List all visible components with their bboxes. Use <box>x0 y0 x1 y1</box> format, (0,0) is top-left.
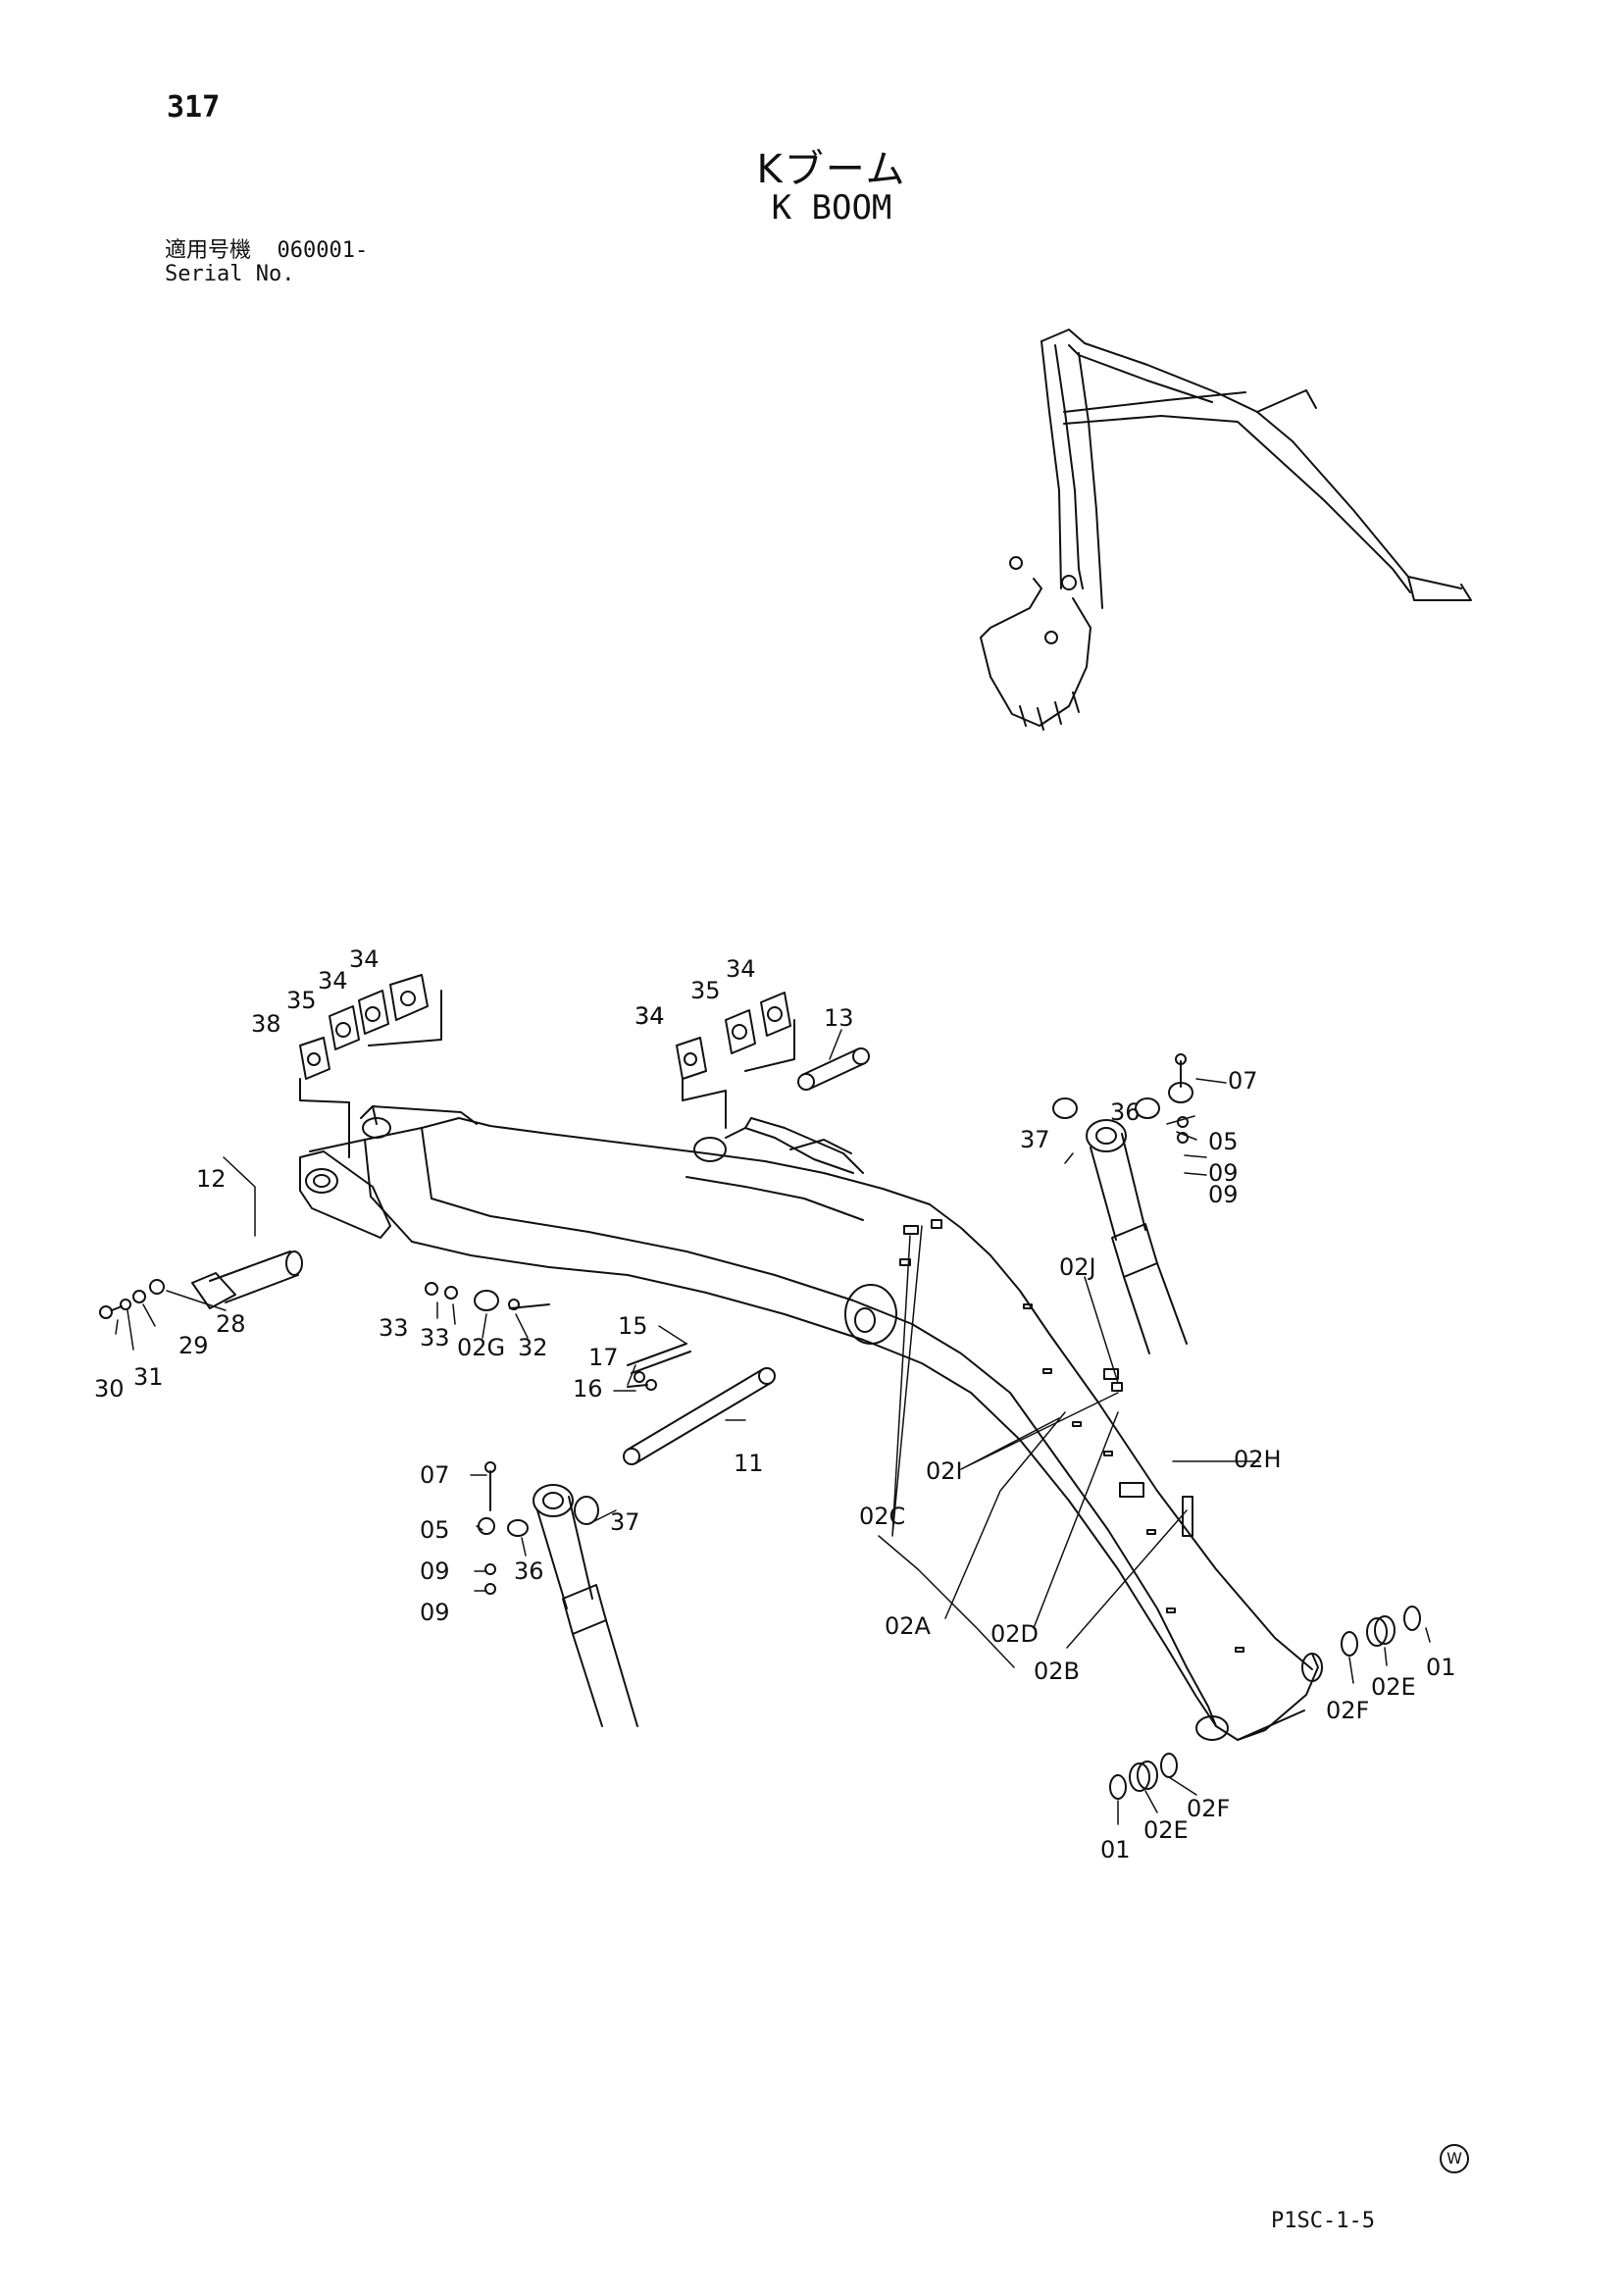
leader-lines <box>115 1029 1431 1825</box>
callout-label: 02J <box>1059 1253 1096 1281</box>
serial-row-ja: 適用号機 060001- <box>165 239 368 263</box>
callout-label: 34 <box>726 955 756 983</box>
bushings-nose <box>1109 1606 1421 1800</box>
callout-label: 09 <box>420 1599 450 1626</box>
callout-label: 01 <box>1426 1654 1456 1681</box>
watermark-logo: W <box>1440 2144 1469 2173</box>
callout-label: 33 <box>379 1314 409 1342</box>
machine-locator-sketch <box>980 329 1472 731</box>
callout-label: 37 <box>610 1508 640 1536</box>
pin-13 <box>797 1047 870 1091</box>
callout-label: 07 <box>420 1461 450 1489</box>
callout-label: 02G <box>457 1334 505 1361</box>
callout-label: 31 <box>133 1363 164 1391</box>
callout-label: 29 <box>178 1332 209 1359</box>
callout-label: 32 <box>518 1334 548 1361</box>
cylinder-right <box>1052 1053 1193 1354</box>
pin-15 <box>627 1343 691 1391</box>
pin-11 <box>623 1367 776 1465</box>
callout-label: 09 <box>420 1557 450 1585</box>
callout-label: 12 <box>196 1165 227 1193</box>
serial-label-ja: 適用号機 <box>165 238 252 263</box>
callout-label: 33 <box>420 1324 450 1352</box>
callout-label: 28 <box>216 1310 246 1338</box>
callout-label: 02E <box>1371 1673 1416 1701</box>
callout-label: 05 <box>1208 1128 1239 1155</box>
callout-label: 38 <box>251 1010 281 1038</box>
callout-label: 34 <box>318 967 348 995</box>
boom-body <box>299 1105 1323 1741</box>
callout-label: 02H <box>1234 1446 1282 1473</box>
callout-label: 09 <box>1208 1181 1239 1208</box>
serial-info: 適用号機 060001- Serial No. <box>165 239 368 286</box>
footer-code: P1SC-1-5 <box>1271 2209 1375 2233</box>
callout-label: 09 <box>1208 1159 1239 1187</box>
callout-label: 02B <box>1034 1658 1080 1685</box>
callout-label: 11 <box>734 1450 764 1477</box>
shims-top <box>676 992 795 1129</box>
serial-value: 060001- <box>277 238 369 263</box>
callout-label: 36 <box>1110 1098 1141 1126</box>
callout-label: 13 <box>824 1004 854 1032</box>
callout-label: 05 <box>420 1516 450 1544</box>
page-title-japanese: Kブーム <box>756 147 907 192</box>
callout-label: 34 <box>634 1002 665 1030</box>
callout-label: 37 <box>1020 1126 1050 1153</box>
callout-label: 17 <box>588 1344 619 1371</box>
callout-label: 34 <box>634 1002 665 1030</box>
serial-label-en: Serial No. <box>165 262 295 286</box>
callout-label: 35 <box>690 977 721 1004</box>
callout-label: 02D <box>990 1620 1039 1648</box>
cylinder-left <box>478 1461 638 1727</box>
callout-label: 30 <box>94 1375 125 1403</box>
callout-label: 02C <box>859 1503 905 1530</box>
callout-label: 35 <box>286 987 317 1014</box>
bolt-assembly-02g <box>425 1282 550 1311</box>
page-number: 317 <box>167 90 221 125</box>
callout-label: 02F <box>1187 1795 1230 1822</box>
callout-label: 34 <box>349 945 380 973</box>
bolt-assembly-left <box>99 1279 165 1319</box>
callout-label: 15 <box>618 1312 648 1340</box>
callout-label: 02F <box>1326 1697 1369 1724</box>
callout-label: 02E <box>1143 1816 1189 1844</box>
callout-label: 16 <box>573 1375 603 1403</box>
shims-foot <box>299 974 442 1158</box>
callout-label: 02I <box>926 1457 963 1485</box>
callout-label: 07 <box>1228 1067 1258 1095</box>
callout-label: 36 <box>514 1557 544 1585</box>
callout-label: 02A <box>885 1612 932 1640</box>
pin-12 <box>191 1250 303 1309</box>
page-title: K BOOM <box>771 188 892 228</box>
callout-labels: 34 34 35 34 38 34 35 34 13 12 07 36 05 3… <box>94 945 1456 1863</box>
callout-label: 01 <box>1100 1836 1131 1863</box>
